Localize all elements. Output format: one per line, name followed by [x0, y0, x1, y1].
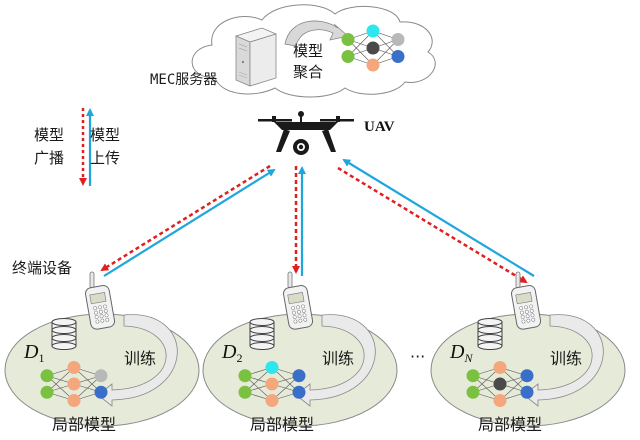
local-model-hidden-node	[493, 394, 507, 407]
local-model-label: 局部模型	[250, 415, 314, 434]
broadcast-label-line2: 广播	[34, 149, 64, 167]
local-model-input-node	[466, 385, 480, 399]
global-model-output-node	[391, 50, 405, 63]
local-model-input-node	[40, 385, 54, 399]
local-model-input-node	[466, 369, 480, 383]
local-model-output-node	[520, 385, 534, 399]
local-model-output-node	[292, 369, 306, 383]
uav-label: UAV	[364, 119, 395, 135]
uav-drone-icon	[258, 111, 354, 155]
training-arrow-icon	[523, 314, 604, 407]
global-model-network	[341, 24, 405, 72]
global-model-input-node	[341, 50, 355, 63]
local-model-input-node	[238, 369, 252, 383]
local-model-hidden-node	[265, 361, 279, 374]
aggregation-label-line1: 模型	[293, 42, 323, 60]
mobile-phone-icon	[283, 271, 314, 330]
upload-label-line1: 模型	[90, 126, 120, 144]
global-model-hidden-node	[366, 58, 380, 72]
dataset-subscript: N	[463, 351, 473, 365]
upload-arrow-device-n	[342, 158, 535, 277]
aggregation-label-line2: 聚合	[293, 63, 323, 81]
mobile-phone-icon	[85, 271, 116, 330]
training-label: 训练	[550, 349, 582, 368]
broadcast-label-line1: 模型	[34, 126, 64, 144]
local-model-network	[466, 361, 534, 407]
upload-arrow-device-1	[103, 168, 276, 277]
local-model-output-node	[292, 385, 306, 399]
global-model-hidden-node	[366, 41, 380, 55]
local-model-label: 局部模型	[52, 415, 116, 434]
local-model-output-node	[520, 369, 534, 383]
local-model-input-node	[238, 385, 252, 399]
mec-server-label: MEC服务器	[150, 72, 217, 88]
local-model-hidden-node	[265, 394, 279, 407]
local-model-hidden-node	[67, 377, 81, 391]
local-model-hidden-node	[67, 361, 81, 374]
local-model-hidden-node	[67, 394, 81, 407]
local-model-input-node	[40, 369, 54, 383]
broadcast-arrow-device-n	[337, 166, 528, 284]
database-icon	[477, 318, 503, 350]
local-model-hidden-node	[265, 377, 279, 391]
database-icon	[51, 318, 77, 350]
local-model-network	[238, 361, 306, 407]
local-model-hidden-node	[493, 377, 507, 391]
training-label: 训练	[124, 349, 156, 368]
training-label: 训练	[322, 349, 354, 368]
mobile-phone-icon	[511, 271, 542, 330]
training-arrow-icon	[97, 314, 178, 407]
training-arrow-icon	[295, 314, 376, 407]
global-model-input-node	[341, 33, 355, 46]
database-icon	[249, 318, 275, 350]
upload-label-line2: 上传	[90, 149, 120, 167]
dataset-subscript: 2	[236, 351, 242, 365]
local-model-label: 局部模型	[478, 415, 542, 434]
local-model-output-node	[94, 385, 108, 399]
local-model-hidden-node	[493, 361, 507, 374]
global-model-output-node	[391, 33, 405, 46]
local-model-network	[40, 361, 108, 407]
broadcast-arrow-device-1	[100, 164, 271, 272]
terminal-device-label: 终端设备	[12, 259, 72, 277]
dataset-subscript: 1	[38, 351, 44, 365]
global-model-hidden-node	[366, 24, 380, 38]
ellipsis: ···	[410, 347, 425, 366]
local-model-output-node	[94, 369, 108, 383]
server-icon	[234, 27, 278, 87]
